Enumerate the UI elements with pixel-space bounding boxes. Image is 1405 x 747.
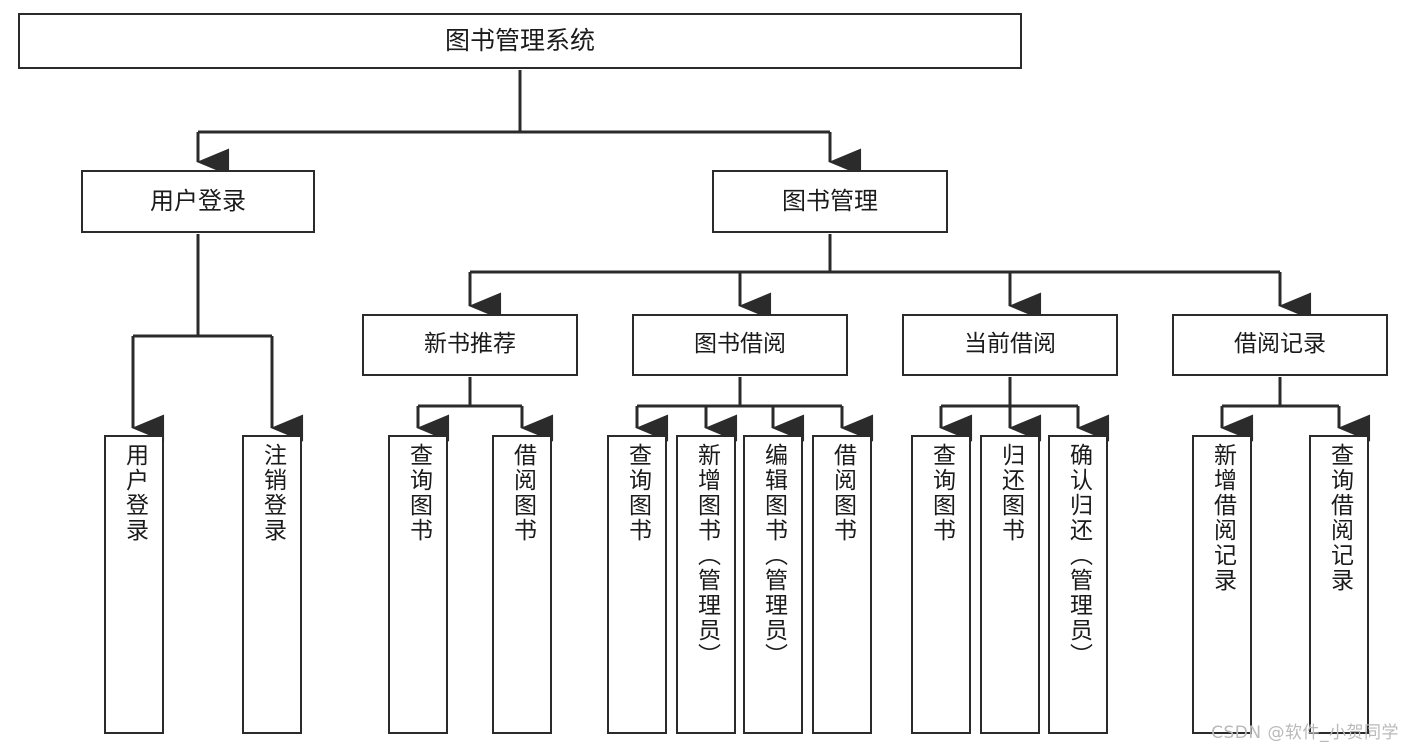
node-label: 编辑图书（管理员） xyxy=(760,443,787,668)
leaf-borrow-book-new-rec[interactable]: 借阅图书 xyxy=(492,435,552,734)
node-new-book-recommendation[interactable]: 新书推荐 xyxy=(362,314,578,376)
leaf-query-book-new-rec[interactable]: 查询图书 xyxy=(388,435,448,734)
node-book-management[interactable]: 图书管理 xyxy=(712,170,948,233)
node-label: 借阅图书 xyxy=(509,443,536,543)
node-label: 图书借阅 xyxy=(694,331,786,358)
leaf-return-book[interactable]: 归还图书 xyxy=(980,435,1040,734)
node-label: 新书推荐 xyxy=(424,331,516,358)
leaf-query-book-current[interactable]: 查询图书 xyxy=(911,435,971,734)
leaf-confirm-return-admin[interactable]: 确认归还（管理员） xyxy=(1048,435,1108,734)
node-label: 图书管理 xyxy=(782,187,878,216)
node-book-borrowing[interactable]: 图书借阅 xyxy=(632,314,848,376)
leaf-edit-book-admin[interactable]: 编辑图书（管理员） xyxy=(743,435,803,734)
node-label: 借阅图书 xyxy=(829,443,856,543)
leaf-query-book-borrowing[interactable]: 查询图书 xyxy=(607,435,667,734)
node-user-login[interactable]: 用户登录 xyxy=(81,170,315,233)
node-label: 注销登录 xyxy=(259,443,286,543)
leaf-add-book-admin[interactable]: 新增图书（管理员） xyxy=(676,435,736,734)
node-label: 借阅记录 xyxy=(1234,331,1326,358)
node-current-borrowing[interactable]: 当前借阅 xyxy=(902,314,1118,376)
node-label: 查询图书 xyxy=(624,443,651,543)
node-borrowing-record[interactable]: 借阅记录 xyxy=(1172,314,1388,376)
node-label: 新增借阅记录 xyxy=(1209,443,1236,593)
leaf-query-borrowing-record[interactable]: 查询借阅记录 xyxy=(1309,435,1369,734)
node-label: 查询图书 xyxy=(928,443,955,543)
node-label: 归还图书 xyxy=(997,443,1024,543)
leaf-borrow-book-borrowing[interactable]: 借阅图书 xyxy=(812,435,872,734)
leaf-add-borrowing-record[interactable]: 新增借阅记录 xyxy=(1192,435,1252,734)
node-book-management-system[interactable]: 图书管理系统 xyxy=(18,13,1022,69)
node-label: 当前借阅 xyxy=(964,331,1056,358)
node-label: 图书管理系统 xyxy=(444,26,595,56)
node-label: 新增图书（管理员） xyxy=(693,443,720,668)
node-label: 查询图书 xyxy=(405,443,432,543)
node-label: 用户登录 xyxy=(121,443,148,543)
node-label: 查询借阅记录 xyxy=(1326,443,1353,593)
leaf-logout-login[interactable]: 注销登录 xyxy=(242,435,302,734)
node-label: 用户登录 xyxy=(150,187,246,216)
leaf-user-login[interactable]: 用户登录 xyxy=(104,435,164,734)
node-label: 确认归还（管理员） xyxy=(1065,443,1092,668)
